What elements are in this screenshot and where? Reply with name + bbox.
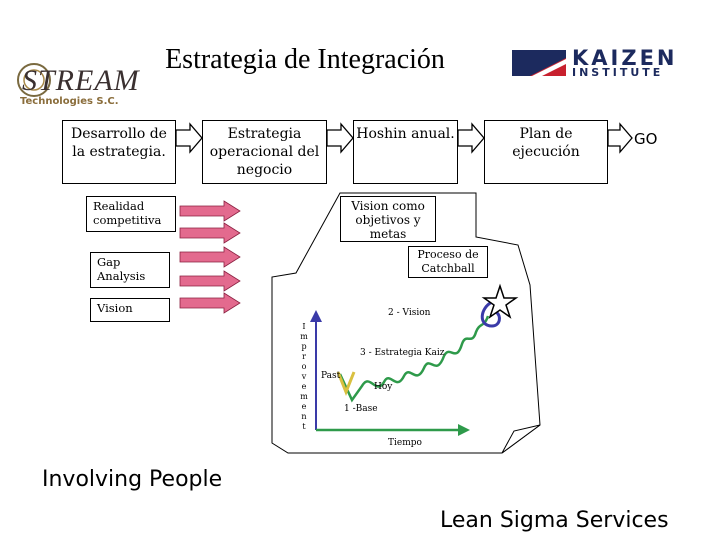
stream-logo-text: STREAM: [22, 64, 140, 97]
vision-goals-label: Vision como objetivos y metas: [351, 199, 425, 241]
past-v-mark: [336, 371, 356, 397]
graph-label-past: Past: [321, 371, 341, 381]
input-label-gap: Gap Analysis: [97, 255, 146, 283]
improvement-curve: [338, 315, 490, 403]
y-axis-arrowhead: [310, 310, 322, 322]
input-label-realidad: Realidad competitiva: [93, 199, 162, 227]
stream-logo-subtext: Technologies S.C.: [20, 96, 119, 107]
goal-star-icon: [481, 283, 519, 319]
go-label: GO: [634, 130, 658, 148]
kaizen-brand-text: KAIZEN: [572, 46, 678, 70]
kaizen-flag-icon: [512, 50, 566, 76]
y-letter: v: [301, 372, 307, 381]
stream-logo: STREAM Technologies S.C.: [14, 58, 139, 110]
x-axis-arrowhead: [458, 424, 470, 436]
pink-arrow-r1-a: [179, 200, 241, 222]
step-box-3: Hoshin anual.: [353, 120, 458, 184]
vision-goals-box: Vision como objetivos y metas: [340, 196, 436, 242]
pink-arrow-r3: [179, 292, 241, 314]
y-letter: p: [301, 342, 307, 351]
arrow-4: [607, 122, 633, 154]
y-letter: e: [301, 382, 307, 391]
step-arrows: [175, 122, 633, 154]
graph-label-tiempo: Tiempo: [388, 438, 422, 448]
y-letter: I: [302, 322, 306, 331]
graph-label-hoy: Hoy: [374, 382, 393, 392]
y-letter: m: [300, 392, 308, 401]
catchball-box: Proceso de Catchball: [408, 246, 488, 278]
y-letter: m: [300, 332, 308, 341]
stream-logo-graphic: [17, 63, 51, 97]
step-box-1: Desarrollo de la estrategia.: [62, 120, 176, 184]
input-box-gap: Gap Analysis: [90, 252, 170, 288]
pink-arrow-r1-b: [179, 222, 241, 244]
pink-arrow-r2-a: [179, 246, 241, 268]
pink-arrow-r2-b: [179, 270, 241, 292]
kaizen-logo: KAIZEN INSTITUTE: [510, 46, 692, 82]
step-label-2: Estrategia operacional del negocio: [209, 126, 320, 178]
step-box-2: Estrategia operacional del negocio: [202, 120, 327, 184]
step-box-4: Plan de ejecución: [484, 120, 608, 184]
graph-label-base: 1 -Base: [344, 404, 378, 414]
footer-involving-people: Involving People: [42, 467, 223, 492]
catchball-label: Proceso de Catchball: [417, 248, 479, 275]
y-axis-label: I m p r o v e m e n t: [298, 322, 310, 432]
input-label-vision: Vision: [97, 301, 133, 315]
step-label-1: Desarrollo de la estrategia.: [71, 126, 167, 160]
y-letter: e: [301, 402, 307, 411]
y-letter: r: [302, 352, 306, 361]
y-letter: n: [301, 412, 307, 421]
footer-lean-sigma: Lean Sigma Services: [440, 508, 669, 533]
page-title: Estrategia de Integración: [165, 44, 445, 75]
kaizen-sub-text: INSTITUTE: [572, 66, 664, 79]
catchball-swirl: [480, 300, 501, 328]
input-box-vision: Vision: [90, 298, 170, 322]
arrow-2: [326, 122, 354, 154]
arrow-1: [175, 122, 203, 154]
step-label-3: Hoshin anual.: [356, 126, 455, 142]
step-label-4: Plan de ejecución: [512, 126, 580, 160]
y-letter: t: [302, 422, 306, 431]
graph-label-vision: 2 - Vision: [388, 308, 431, 318]
y-letter: o: [301, 362, 307, 371]
graph-label-estrategia: 3 - Estrategia Kaiz: [360, 348, 445, 358]
input-box-realidad: Realidad competitiva: [86, 196, 176, 232]
arrow-3: [457, 122, 485, 154]
